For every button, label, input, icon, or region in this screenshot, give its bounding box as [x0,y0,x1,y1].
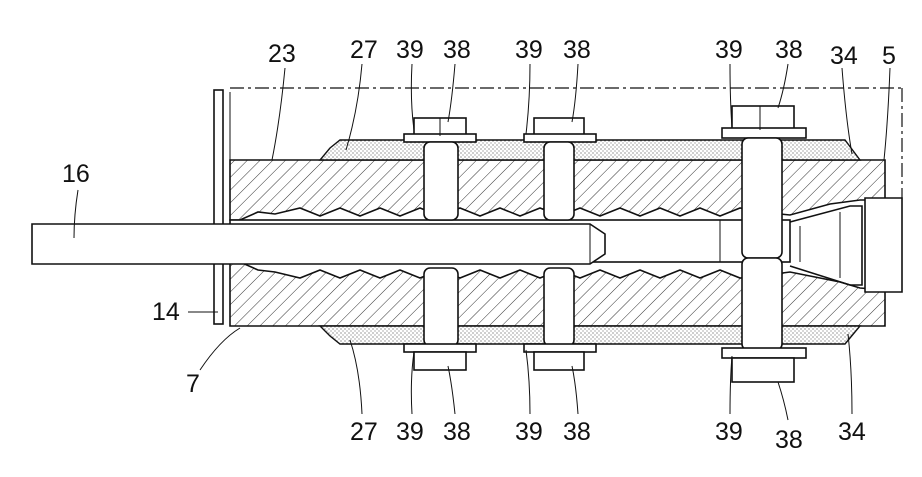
label-14: 14 [152,298,180,326]
label-7: 7 [186,370,200,398]
label-38-top-c: 38 [775,36,803,64]
label-34-bot: 34 [838,418,866,446]
label-27-bot: 27 [350,418,378,446]
label-39-top-c: 39 [715,36,743,64]
label-39-top-a: 39 [396,36,424,64]
label-38-bot-a: 38 [443,418,471,446]
label-38-top-a: 38 [443,36,471,64]
end-plate [214,90,223,324]
label-38-top-b: 38 [563,36,591,64]
label-38-bot-b: 38 [563,418,591,446]
label-39-bot-c: 39 [715,418,743,446]
rod [32,224,605,264]
label-39-bot-a: 39 [396,418,424,446]
label-5: 5 [882,42,896,70]
label-34-top: 34 [830,42,858,70]
label-39-bot-b: 39 [515,418,543,446]
label-39-top-b: 39 [515,36,543,64]
label-38-bot-c: 38 [775,426,803,454]
label-16: 16 [62,160,90,188]
label-23: 23 [268,40,296,68]
label-27-top: 27 [350,36,378,64]
